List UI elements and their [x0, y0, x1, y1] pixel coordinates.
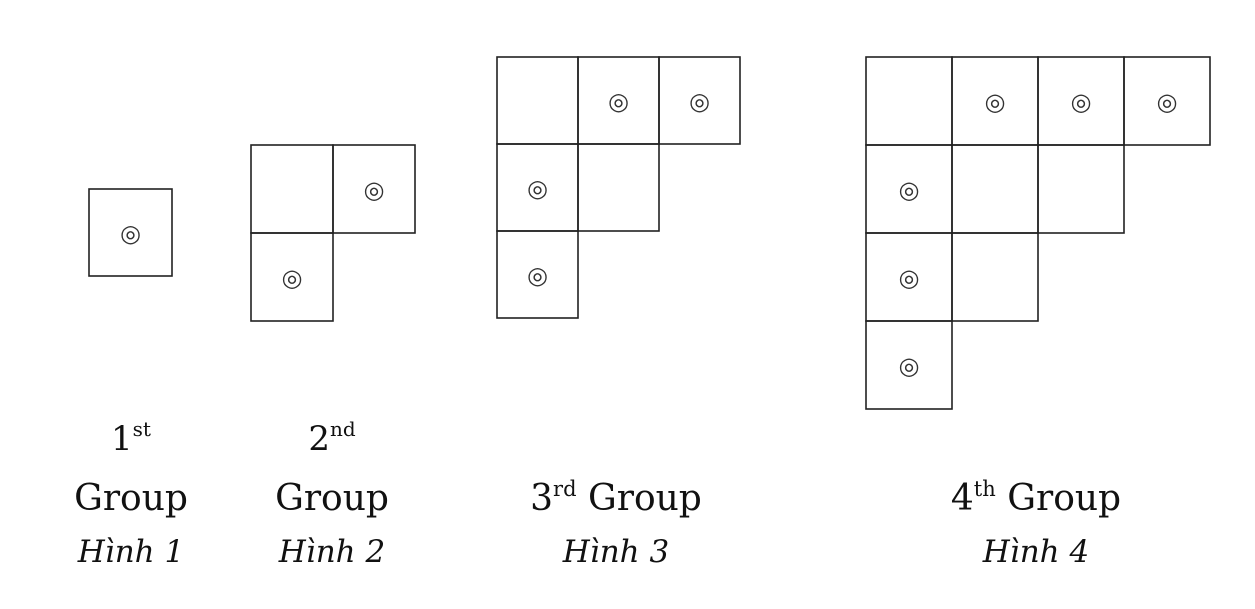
- grid-cell: [865, 320, 953, 410]
- circle-symbol-icon: ◎: [527, 175, 548, 203]
- circle-symbol-icon: ◎: [527, 262, 548, 290]
- circle-symbol-icon: ◎: [1157, 88, 1178, 116]
- circle-symbol-icon: ◎: [120, 220, 141, 248]
- group-2-grid: ◎◎: [250, 144, 416, 322]
- grid-cell: [250, 232, 334, 322]
- group-3-grid: ◎ ◎ ◎ ◎: [496, 56, 741, 319]
- group-1-grid: ◎: [88, 188, 173, 277]
- circle-symbol-icon: ◎: [282, 264, 303, 292]
- group-3-suffix: rd: [553, 477, 577, 501]
- circle-symbol-icon: ◎: [985, 88, 1006, 116]
- grid-cell: [1037, 144, 1125, 234]
- circle-symbol-icon: ◎: [899, 264, 920, 292]
- grid-cell: [951, 144, 1039, 234]
- group-3-word: Group: [587, 478, 702, 519]
- grid-cell: [88, 188, 173, 277]
- group-2-ordinal: 2nd: [308, 417, 356, 459]
- grid-cell: [865, 56, 953, 146]
- grid-cell: [496, 56, 579, 145]
- group-4-title: 4th Group: [950, 477, 1122, 519]
- grid-cell: [332, 144, 416, 234]
- grid-cell: [951, 232, 1039, 322]
- group-3-title: 3rd Group: [530, 477, 702, 519]
- circle-symbol-icon: ◎: [899, 352, 920, 380]
- circle-symbol-icon: ◎: [1071, 88, 1092, 116]
- group-1-word: Group: [74, 478, 188, 519]
- grid-cell: [658, 56, 741, 145]
- circle-symbol-icon: ◎: [364, 176, 385, 204]
- group-4-word: Group: [1007, 478, 1122, 519]
- group-4-grid: ◎ ◎ ◎ ◎ ◎ ◎: [865, 56, 1211, 410]
- grid-cell: [250, 144, 334, 234]
- circle-symbol-icon: ◎: [899, 176, 920, 204]
- grid-cell: [496, 230, 579, 319]
- grid-cell: [577, 143, 660, 232]
- circle-symbol-icon: ◎: [689, 88, 710, 116]
- group-2-caption: Hình 2: [278, 534, 386, 570]
- group-1-ordinal: 1st: [111, 417, 151, 459]
- group-3-number: 3: [530, 478, 554, 519]
- group-4-caption: Hình 4: [982, 534, 1090, 570]
- group-2-word: Group: [275, 478, 389, 519]
- group-1-caption: Hình 1: [77, 534, 185, 570]
- circle-symbol-icon: ◎: [608, 88, 629, 116]
- grid-cell: [1123, 56, 1211, 146]
- group-4-suffix: th: [973, 477, 996, 501]
- group-3-caption: Hình 3: [562, 534, 670, 570]
- group-4-number: 4: [950, 478, 974, 519]
